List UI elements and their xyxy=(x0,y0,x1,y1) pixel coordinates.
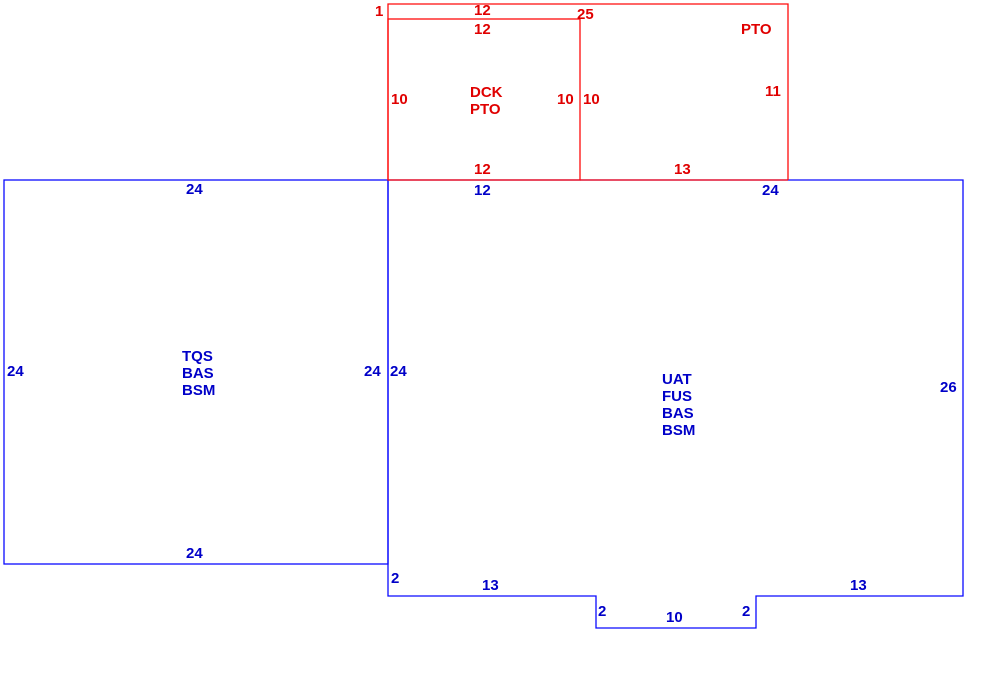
dim-notch-right: 2 xyxy=(742,603,750,620)
dim-patio-bottom: 13 xyxy=(674,161,691,178)
dim-left-bottom: 24 xyxy=(186,545,203,562)
dim-main-step-left: 2 xyxy=(391,570,399,587)
dim-notch-left: 2 xyxy=(598,603,606,620)
dim-left-left: 24 xyxy=(7,363,24,380)
dim-patio-left: 10 xyxy=(583,91,600,108)
deck-area-outline xyxy=(387,18,581,181)
left-area-code-2: BAS xyxy=(182,365,214,382)
dim-main-left: 24 xyxy=(390,363,407,380)
main-area-outline xyxy=(387,179,964,629)
main-area-code-3: BAS xyxy=(662,405,694,422)
deck-area-code-1: DCK xyxy=(470,84,503,101)
main-area-code-2: FUS xyxy=(662,388,692,405)
dim-left-right: 24 xyxy=(364,363,381,380)
dim-red-top-outer: 12 xyxy=(474,2,491,19)
dim-patio-right: 11 xyxy=(765,83,781,100)
dim-left-top: 24 xyxy=(186,181,203,198)
left-area-code-3: BSM xyxy=(182,382,215,399)
dim-main-right: 26 xyxy=(940,379,957,396)
patio-area-code-1: PTO xyxy=(741,21,772,38)
deck-area-code-2: PTO xyxy=(470,101,501,118)
dim-red-corner-left: 1 xyxy=(375,3,383,20)
dim-main-bottom-right: 13 xyxy=(850,577,867,594)
dim-main-bottom-left: 13 xyxy=(482,577,499,594)
dim-deck-top: 12 xyxy=(474,21,491,38)
dim-deck-bottom: 12 xyxy=(474,161,491,178)
dim-deck-left: 10 xyxy=(391,91,408,108)
dim-main-top-right: 24 xyxy=(762,182,779,199)
left-area-code-1: TQS xyxy=(182,348,213,365)
dim-notch-bottom: 10 xyxy=(666,609,683,626)
dim-deck-right: 10 xyxy=(557,91,574,108)
main-area-code-4: BSM xyxy=(662,422,695,439)
dim-red-corner-right: 25 xyxy=(577,6,594,23)
dim-main-top-left: 12 xyxy=(474,182,491,199)
main-area-code-1: UAT xyxy=(662,371,692,388)
